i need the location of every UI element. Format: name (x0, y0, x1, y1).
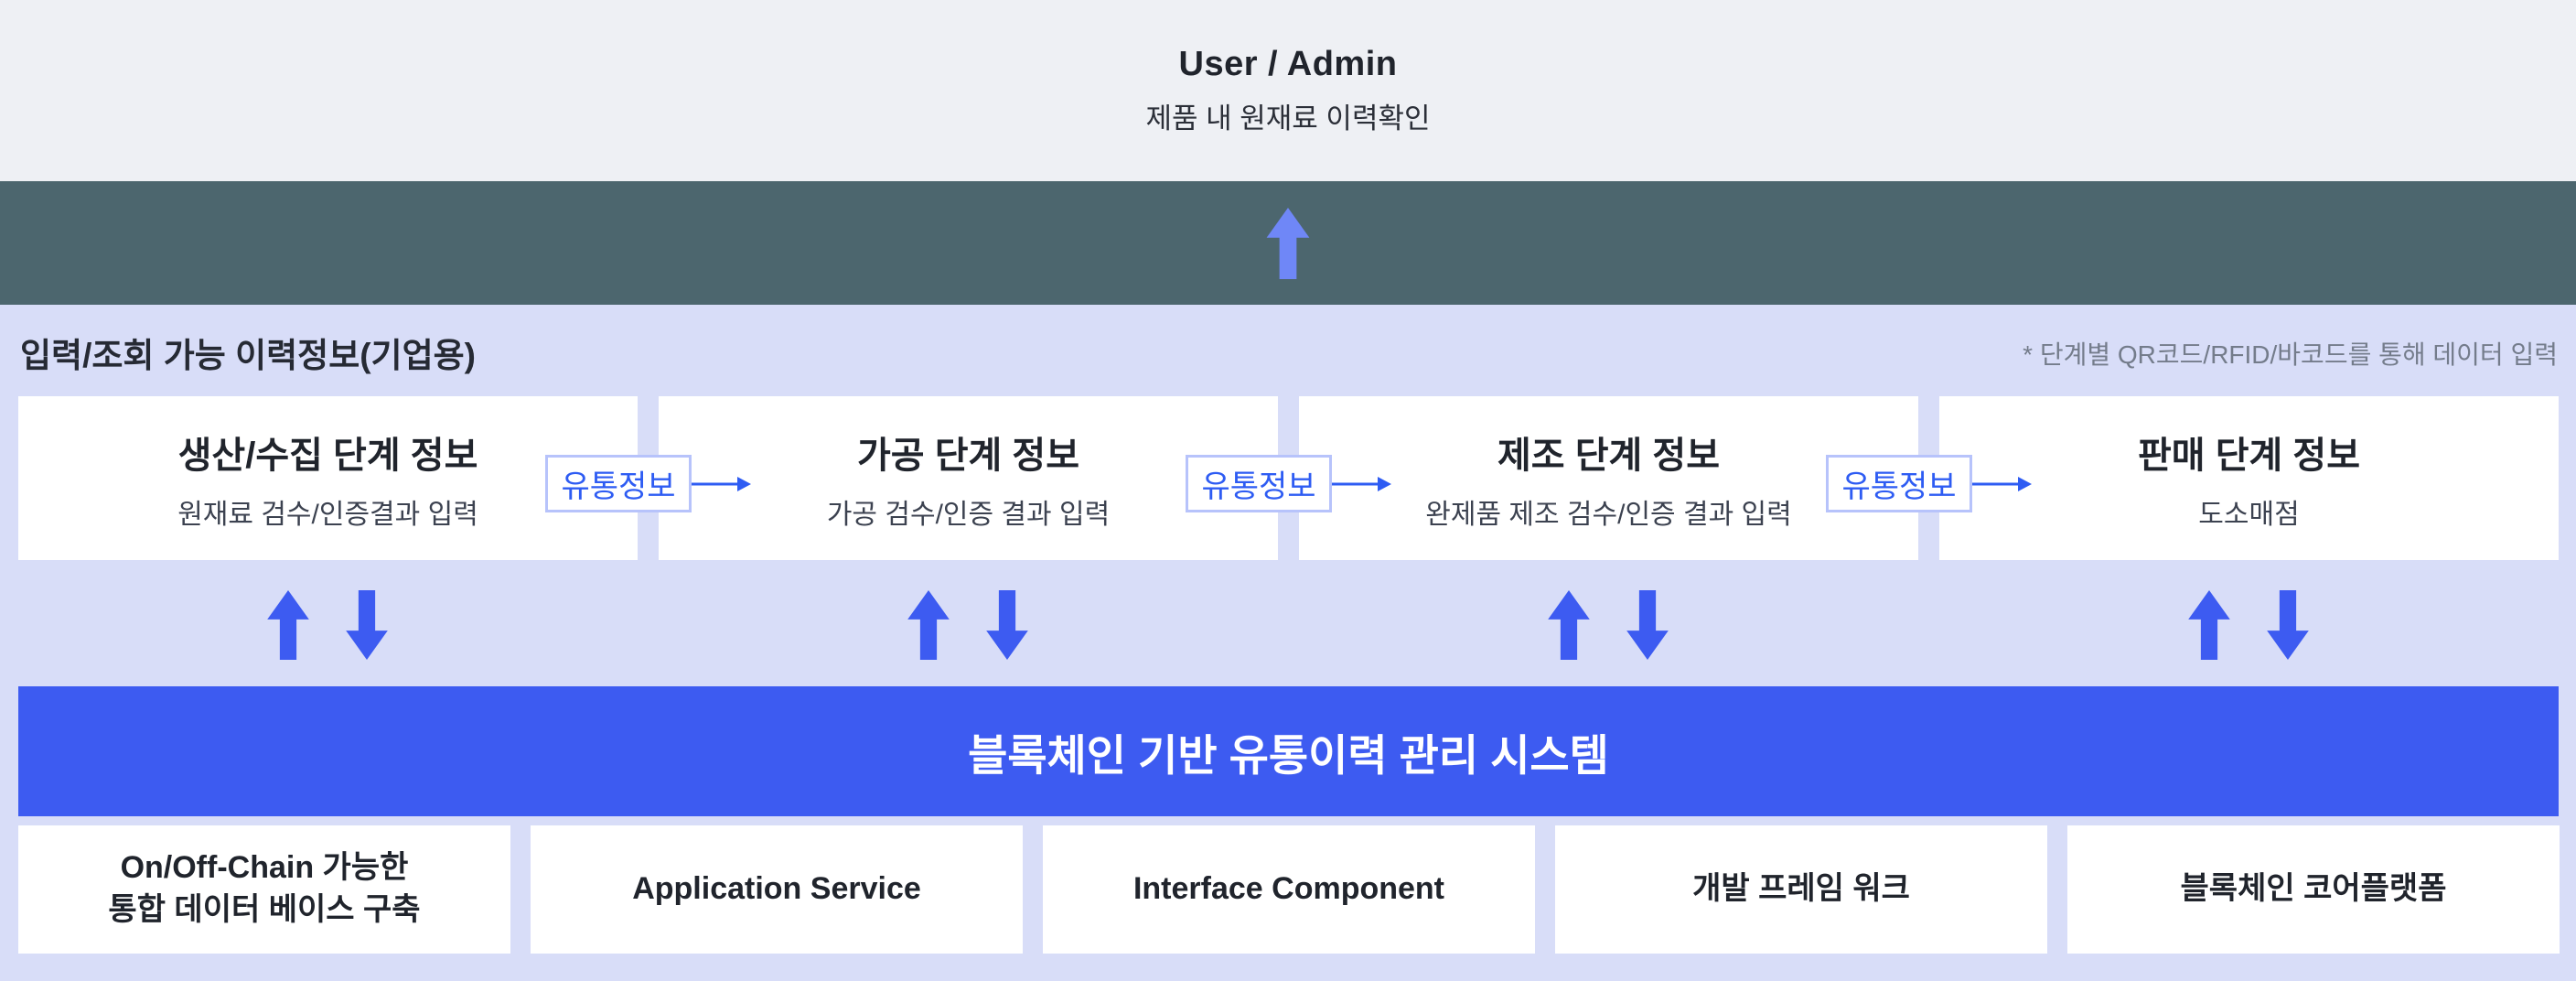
foundation-box-database: On/Off-Chain 가능한 통합 데이터 베이스 구축 (18, 825, 510, 954)
up-arrow-icon (1548, 590, 1590, 660)
stage-title: 생산/수집 단계 정보 (177, 435, 478, 476)
stage-title: 제조 단계 정보 (1497, 435, 1721, 476)
flow-badge: 유통정보 (545, 455, 692, 512)
stage-subtitle: 완제품 제조 검수/인증 결과 입력 (1425, 499, 1792, 530)
stage-box-processing: 가공 단계 정보 가공 검수/인증 결과 입력 (659, 396, 1278, 560)
foundation-box-interface-component: Interface Component (1043, 825, 1535, 954)
foundation-box-application-service: Application Service (531, 825, 1023, 954)
down-arrow-icon (2267, 590, 2309, 660)
flow-badge: 유통정보 (1826, 455, 1972, 512)
stage-box-sales: 판매 단계 정보 도소매점 (1939, 396, 2559, 560)
stage-box-production: 생산/수집 단계 정보 원재료 검수/인증결과 입력 (18, 396, 638, 560)
foundation-box-dev-framework: 개발 프레임 워크 (1555, 825, 2047, 954)
stage-subtitle: 도소매점 (2198, 499, 2300, 530)
right-arrow-icon (692, 472, 751, 496)
blockchain-system-bar: 블록체인 기반 유통이력 관리 시스템 (18, 686, 2559, 816)
section-note: * 단계별 QR코드/RFID/바코드를 통해 데이터 입력 (2023, 340, 2558, 369)
flow-badge: 유통정보 (1186, 455, 1332, 512)
updown-arrows (1548, 590, 1669, 660)
updown-arrows (2188, 590, 2309, 660)
user-admin-subtitle: 제품 내 원재료 이력확인 (1145, 102, 1431, 135)
flow-badge-group: 유통정보 (545, 455, 751, 512)
stage-subtitle: 원재료 검수/인증결과 입력 (177, 499, 478, 530)
up-arrow-icon (267, 590, 309, 660)
right-arrow-icon (1972, 472, 2032, 496)
down-arrow-icon (1626, 590, 1669, 660)
blockchain-system-label: 블록체인 기반 유통이력 관리 시스템 (968, 730, 1609, 780)
section-title: 입력/조회 가능 이력정보(기업용) (20, 337, 477, 374)
down-arrow-icon (346, 590, 388, 660)
right-arrow-icon (1332, 472, 1391, 496)
stage-subtitle: 가공 검수/인증 결과 입력 (826, 499, 1111, 530)
stage-box-manufacturing: 제조 단계 정보 완제품 제조 검수/인증 결과 입력 (1299, 396, 1918, 560)
updown-arrows (907, 590, 1028, 660)
flow-badge-group: 유통정보 (1186, 455, 1391, 512)
user-admin-title: User / Admin (1178, 45, 1398, 83)
foundation-box-blockchain-core: 블록체인 코어플랫폼 (2067, 825, 2560, 954)
stage-title: 판매 단계 정보 (2137, 435, 2361, 476)
up-arrow-icon (1264, 207, 1312, 279)
updown-arrows (267, 590, 388, 660)
up-arrow-icon (907, 590, 950, 660)
stage-title: 가공 단계 정보 (856, 435, 1080, 476)
down-arrow-icon (986, 590, 1028, 660)
gateway-band (0, 181, 2576, 305)
flow-badge-group: 유통정보 (1826, 455, 2032, 512)
user-admin-band: User / Admin 제품 내 원재료 이력확인 (0, 0, 2576, 181)
up-arrow-icon (2188, 590, 2230, 660)
